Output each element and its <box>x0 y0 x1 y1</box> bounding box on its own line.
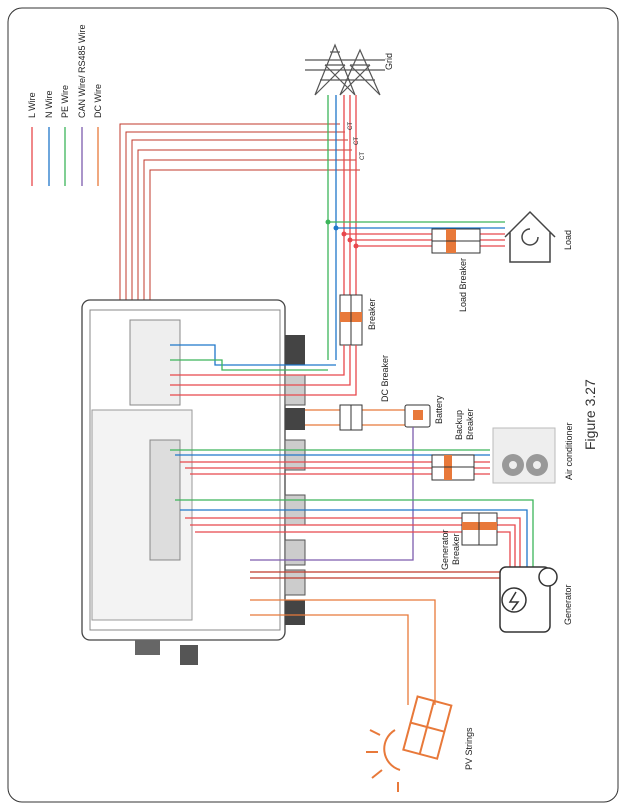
generator-breaker-label: Breaker <box>451 533 461 565</box>
house-icon <box>504 210 556 263</box>
legend-item-n-wire: N Wire <box>44 91 54 186</box>
generator-breaker-icon <box>461 512 498 546</box>
figure-caption: Figure 3.27 <box>582 379 598 450</box>
grid-tower-icon <box>305 43 385 96</box>
backup-breaker-label: Backup <box>454 410 464 440</box>
legend-label: L Wire <box>27 92 37 118</box>
load-breaker-label: Load Breaker <box>458 258 468 312</box>
grid-port-wires <box>170 344 357 396</box>
air-conditioner-label: Air conditioner <box>564 422 574 480</box>
generator-breaker-label: Generator <box>440 529 450 570</box>
page-frame <box>7 7 619 803</box>
legend-item-dc-wire: DC Wire <box>93 84 103 186</box>
air-conditioner-icon <box>492 427 556 484</box>
ct-label: CT <box>360 152 366 160</box>
legend-item-pe-wire: PE Wire <box>60 85 70 186</box>
pv-wires <box>250 599 436 705</box>
legend-label: CAN Wire/ RS485 Wire <box>77 24 87 118</box>
legend: L Wire N Wire PE Wire CAN Wire/ RS485 Wi… <box>27 24 103 186</box>
legend-label: N Wire <box>44 91 54 119</box>
generator-label: Generator <box>563 584 573 625</box>
grid-label: Grid <box>384 53 394 70</box>
legend-item-l-wire: L Wire <box>27 92 37 186</box>
backup-breaker-icon <box>431 454 475 481</box>
battery-icon <box>404 404 431 428</box>
legend-label: DC Wire <box>93 84 103 118</box>
breaker-icon <box>339 294 363 346</box>
can-wire <box>250 427 414 561</box>
load-label: Load <box>563 230 573 250</box>
dc-breaker-icon <box>339 404 363 431</box>
generator-icon <box>499 566 558 633</box>
breaker-label: Breaker <box>367 298 377 330</box>
ct-markers: CT CT CT <box>348 122 366 160</box>
legend-label: PE Wire <box>60 85 70 118</box>
generator-wires <box>175 499 534 579</box>
ct-label: CT <box>354 137 360 145</box>
pv-strings-label: PV Strings <box>464 727 474 770</box>
battery-label: Battery <box>434 395 444 424</box>
ct-label: CT <box>348 122 354 130</box>
pv-sun-panel-icon <box>366 695 453 792</box>
load-breaker-icon <box>431 228 481 254</box>
dc-breaker-label: DC Breaker <box>380 355 390 402</box>
backup-breaker-label: Breaker <box>465 408 475 440</box>
inverter <box>81 299 306 665</box>
legend-item-can-wire: CAN Wire/ RS485 Wire <box>77 24 87 186</box>
